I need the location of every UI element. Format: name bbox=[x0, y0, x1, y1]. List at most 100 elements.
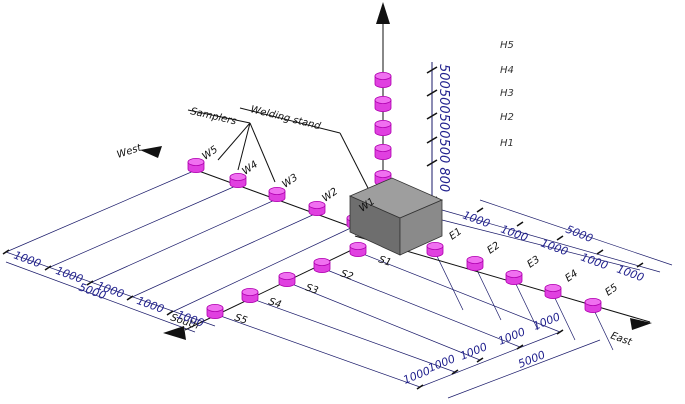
west-dim-label: 1000 bbox=[12, 249, 43, 271]
west-dim-tick bbox=[126, 295, 134, 301]
mast-sampler-h5 bbox=[374, 72, 392, 88]
south-total-label: 5000 bbox=[516, 348, 547, 371]
vertical-dim-tick bbox=[426, 112, 438, 120]
west-dim-tick bbox=[166, 310, 174, 316]
east-dim-tick bbox=[556, 235, 564, 241]
south-dim-tick bbox=[476, 357, 484, 363]
south-sampler-label: S5 bbox=[233, 312, 248, 326]
south-dim-tick bbox=[416, 384, 424, 390]
west-sampler-w2 bbox=[308, 200, 326, 216]
south-sampler-label: S3 bbox=[304, 282, 319, 296]
south-dim-label: 1000 bbox=[458, 340, 489, 363]
south-sampler-s3 bbox=[278, 271, 296, 287]
vertical-dim-tick bbox=[426, 89, 438, 97]
east-extension-line bbox=[592, 307, 614, 351]
east-sampler-label: E5 bbox=[603, 282, 620, 298]
west-dim-label: 1000 bbox=[135, 294, 166, 316]
west-label: West bbox=[116, 142, 144, 161]
east-extension-line bbox=[552, 293, 576, 341]
south-dim-tick bbox=[516, 344, 524, 350]
south-sampler-s4 bbox=[241, 287, 259, 303]
west-extension-line bbox=[89, 198, 278, 284]
south-extension-line bbox=[321, 267, 521, 348]
south-sampler-s1 bbox=[349, 241, 367, 257]
east-sampler-e1 bbox=[426, 241, 444, 257]
west-extension-line bbox=[47, 184, 239, 269]
west-sampler-w5 bbox=[187, 157, 205, 173]
east-sampler-e5 bbox=[584, 297, 602, 313]
east-total-label: 5000 bbox=[564, 223, 595, 246]
south-sampler-label: S4 bbox=[267, 296, 282, 310]
east-sampler-label: E4 bbox=[563, 268, 580, 284]
welding-stand-box bbox=[348, 177, 444, 256]
south-extension-line bbox=[249, 297, 456, 373]
west-dimension-line bbox=[5, 251, 216, 327]
south-dim-tick bbox=[451, 369, 459, 375]
south-dim-tick bbox=[556, 329, 564, 335]
east-total-line bbox=[479, 199, 673, 266]
west-total-line bbox=[5, 261, 196, 333]
south-sampler-label: S2 bbox=[339, 268, 354, 282]
south-sampler-label: S1 bbox=[377, 254, 392, 268]
south-dim-label: 1000 bbox=[401, 364, 432, 387]
east-dim-label: 1000 bbox=[499, 223, 530, 245]
vertical-dim-tick bbox=[426, 66, 438, 74]
south-dim-label: 1000 bbox=[531, 310, 562, 333]
welding-stand-label: Welding stand bbox=[249, 104, 322, 132]
svg-text:500500500500800: 500500500500800 bbox=[436, 64, 451, 192]
west-dim-tick bbox=[2, 249, 10, 255]
south-extension-line bbox=[214, 313, 421, 388]
height-label-h4: H4 bbox=[500, 65, 514, 76]
east-extension-line bbox=[513, 279, 539, 331]
south-extension-line bbox=[357, 251, 561, 333]
east-dimension-line bbox=[441, 209, 661, 273]
west-sampler-w3 bbox=[268, 186, 286, 202]
west-sampler-label: W5 bbox=[200, 144, 220, 162]
east-dim-label: 1000 bbox=[539, 237, 570, 259]
east-dim-tick bbox=[596, 249, 604, 255]
mast-sampler-h2 bbox=[374, 143, 392, 160]
north-arrow-icon bbox=[376, 2, 390, 24]
east-sampler-e3 bbox=[505, 269, 523, 285]
east-sampler-label: E3 bbox=[525, 254, 542, 270]
south-dimension-line bbox=[419, 331, 561, 388]
vertical-dimension-text: 500500500500800 bbox=[436, 64, 451, 192]
height-label-h2: H2 bbox=[500, 112, 514, 123]
vertical-dim-tick bbox=[426, 136, 438, 144]
west-sampler-w4 bbox=[229, 172, 247, 188]
east-extension-line bbox=[441, 219, 641, 271]
box-side bbox=[399, 199, 443, 256]
mast-sampler-h3 bbox=[374, 120, 392, 136]
samplers-label: Samplers bbox=[189, 106, 237, 127]
east-sampler-label: E1 bbox=[447, 226, 464, 242]
vertical-dim-tick bbox=[426, 159, 438, 167]
east-sampler-e4 bbox=[544, 283, 562, 299]
height-label-h5: H5 bbox=[500, 40, 514, 51]
east-sampler-e2 bbox=[466, 255, 484, 271]
east-dim-tick bbox=[636, 262, 644, 268]
east-extension-line bbox=[434, 251, 464, 311]
west-dim-tick bbox=[86, 280, 94, 286]
height-label-h1: H1 bbox=[500, 138, 514, 149]
west-arrow-icon bbox=[140, 146, 162, 158]
east-arrow-icon bbox=[630, 318, 652, 330]
west-sampler-label: W2 bbox=[320, 186, 340, 204]
east-dim-tick bbox=[516, 221, 524, 227]
south-total-line bbox=[447, 339, 601, 399]
samplers-group bbox=[187, 72, 602, 319]
east-dim-label: 1000 bbox=[579, 251, 610, 273]
east-extension-line bbox=[474, 265, 502, 321]
west-extension-line bbox=[5, 169, 197, 253]
east-dim-label: 1000 bbox=[461, 209, 492, 231]
east-dim-tick bbox=[476, 207, 484, 213]
west-sampler-label: W3 bbox=[280, 172, 300, 190]
south-arrow-icon bbox=[163, 326, 186, 340]
west-extension-line bbox=[169, 225, 356, 314]
east-dim-label: 1000 bbox=[615, 263, 646, 285]
east-label: East bbox=[609, 330, 634, 348]
mast-sampler-h4 bbox=[374, 96, 392, 112]
welding-stand-callout: Welding stand bbox=[239, 104, 371, 193]
east-sampler-label: E2 bbox=[485, 240, 502, 256]
